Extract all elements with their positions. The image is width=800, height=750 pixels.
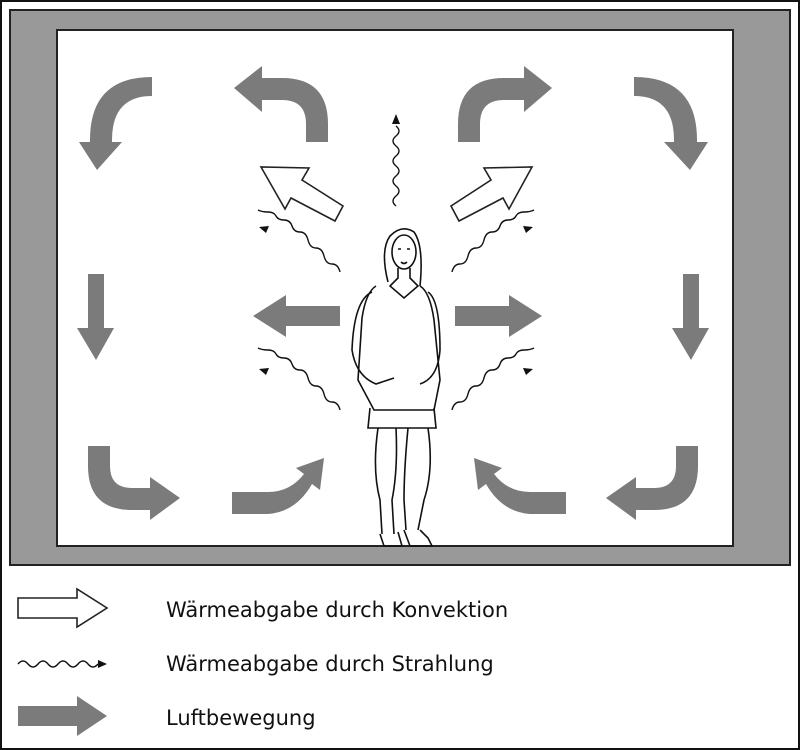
radiation-arrow-up — [392, 114, 400, 207]
air-arrow-top-center-left — [234, 66, 328, 142]
convection-arrow-up-left — [259, 166, 345, 223]
legend-radiation-symbol — [17, 660, 107, 668]
legend-air-symbol — [18, 696, 107, 736]
person-figure — [351, 228, 441, 547]
air-arrow-top-right-corner — [634, 77, 708, 170]
air-arrow-top-left-corner — [79, 77, 152, 170]
legend-convection-symbol — [17, 587, 109, 629]
legend-item-convection: Wärmeabgabe durch Konvektion — [0, 590, 800, 634]
legend-item-air: Luftbewegung — [0, 698, 800, 742]
radiation-arrow-upper-left — [257, 209, 341, 273]
room-interior — [56, 29, 734, 547]
air-arrow-right-down — [672, 274, 709, 360]
radiation-arrow-lower-left — [257, 347, 341, 411]
convection-arrow-up-right — [449, 166, 534, 223]
legend-convection-label: Wärmeabgabe durch Konvektion — [166, 598, 509, 622]
legend-radiation-label: Wärmeabgabe durch Strahlung — [166, 652, 494, 676]
air-arrow-bottom-center-left — [232, 458, 324, 514]
air-arrow-bottom-center-right — [474, 458, 566, 514]
legend-item-radiation: Wärmeabgabe durch Strahlung — [0, 644, 800, 688]
air-arrow-center-right — [455, 295, 542, 337]
radiation-arrow-upper-right — [451, 209, 535, 273]
air-arrow-bottom-left-corner — [88, 446, 180, 520]
air-arrow-bottom-right-corner — [606, 446, 698, 520]
air-arrow-top-center-right — [458, 66, 552, 142]
legend-air-label: Luftbewegung — [166, 706, 316, 730]
radiation-arrow-lower-right — [451, 347, 535, 411]
air-arrow-left-down — [77, 274, 114, 360]
air-arrow-center-left — [253, 295, 340, 337]
